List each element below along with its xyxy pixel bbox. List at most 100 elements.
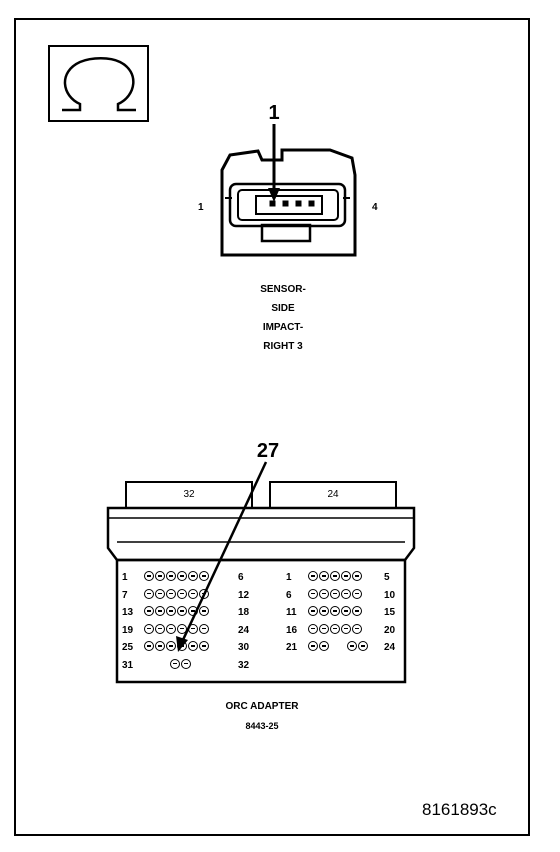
pin-cavity [177, 588, 187, 599]
pin-cavity [341, 571, 351, 582]
pin-cavity [319, 588, 329, 599]
pin-cavity [199, 588, 209, 599]
pin-cavity [144, 606, 154, 617]
left-row-start-label: 1 [122, 572, 128, 583]
pin-cavity [155, 571, 165, 582]
pin-cavity [166, 623, 176, 634]
right-row-cavities [308, 588, 363, 600]
pin-cavity [330, 588, 340, 599]
pin-1-label: 1 [198, 202, 204, 213]
pin-cavity [155, 606, 165, 617]
pin-cavity [166, 588, 176, 599]
sensor-label-line-2: SIDE [271, 303, 295, 314]
pin-cavity [347, 641, 357, 652]
pin-cavity [144, 623, 154, 634]
left-row-end-label: 32 [238, 659, 250, 671]
left-row-start-label: 19 [122, 624, 134, 636]
callout-1-label: 1 [268, 102, 280, 124]
pin-cavity [177, 641, 187, 652]
ohm-meter-icon [48, 45, 149, 122]
pin-cavity [188, 606, 198, 617]
right-row-end-label: 24 [384, 642, 396, 653]
pin-cavity [341, 588, 351, 599]
pin-cavity [352, 623, 362, 634]
diagram-frame [14, 18, 530, 836]
pin-cavity [330, 571, 340, 582]
pin-cavity [308, 623, 318, 634]
left-row-cavities [170, 658, 192, 670]
right-row-end-label: 15 [384, 607, 396, 618]
pin-cavity [358, 641, 368, 652]
pin-cavity [199, 623, 209, 634]
pin-cavity [308, 571, 318, 582]
pin-cavity [188, 623, 198, 634]
pin-cavity [166, 641, 176, 652]
left-block-label: 32 [183, 489, 195, 500]
left-row-start-label: 13 [122, 607, 134, 618]
left-row-end-label: 6 [238, 572, 244, 583]
pin-cavity [155, 641, 165, 652]
pin-cavity [308, 606, 318, 617]
right-row-start-label: 21 [286, 642, 298, 653]
left-row-cavities [144, 571, 210, 582]
pin-cavity [199, 641, 209, 652]
right-row-start-label: 11 [286, 607, 297, 618]
pin-cavity [341, 623, 351, 634]
pin-cavity [144, 641, 154, 652]
pin-cavity [319, 571, 329, 582]
right-row-end-label: 10 [384, 589, 396, 601]
sensor-label-line-3: IMPACT- [262, 322, 304, 333]
left-row-cavities [144, 588, 210, 600]
left-row-end-label: 30 [238, 642, 250, 653]
right-row-start-label: 16 [286, 624, 298, 636]
pin-cavity [319, 606, 329, 617]
callout-27-label: 27 [256, 440, 280, 462]
pin-cavity [181, 658, 191, 669]
right-row-cavities [308, 606, 363, 617]
sensor-label-line-4: RIGHT 3 [263, 341, 303, 352]
pin-cavity [155, 588, 165, 599]
sensor-label-line-1: SENSOR- [260, 284, 306, 295]
right-row-end-label: 20 [384, 624, 396, 636]
pin-cavity [352, 588, 362, 599]
pin-cavity [177, 571, 187, 582]
pin-cavity [155, 623, 165, 634]
pin-cavity [188, 571, 198, 582]
pin-cavity [308, 588, 318, 599]
left-row-start-label: 31 [122, 659, 134, 671]
left-row-end-label: 24 [238, 624, 250, 636]
left-row-cavities [144, 641, 210, 652]
pin-cavity [330, 623, 340, 634]
pin-cavity [352, 606, 362, 617]
pin-cavity [319, 623, 329, 634]
left-row-start-label: 25 [122, 642, 134, 653]
pin-cavity [188, 641, 198, 652]
right-block-label: 24 [327, 489, 339, 500]
left-row-cavities [144, 606, 210, 617]
pin-cavity [352, 571, 362, 582]
pin-cavity [166, 606, 176, 617]
pin-cavity [319, 641, 329, 652]
pin-4-label: 4 [372, 202, 378, 213]
right-row-cavities [308, 641, 369, 652]
pin-cavity [177, 606, 187, 617]
right-row-start-label: 1 [286, 572, 292, 583]
left-row-end-label: 12 [238, 589, 250, 601]
pin-cavity [308, 641, 318, 652]
pin-cavity [144, 571, 154, 582]
sensor-connector-drawing [220, 148, 357, 257]
left-row-start-label: 7 [122, 589, 128, 601]
right-row-cavities [308, 571, 363, 582]
left-row-cavities [144, 623, 210, 635]
pin-cavity [199, 606, 209, 617]
adapter-name-label: ORC ADAPTER [225, 701, 299, 712]
callout-arrow-1 [268, 124, 280, 202]
orc-adapter-drawing [106, 481, 416, 684]
pin-cavity [330, 606, 340, 617]
pin-cavity [199, 571, 209, 582]
right-row-end-label: 5 [384, 572, 390, 583]
pin-cavity [166, 571, 176, 582]
right-row-cavities [308, 623, 363, 635]
right-row-start-label: 6 [286, 589, 292, 601]
